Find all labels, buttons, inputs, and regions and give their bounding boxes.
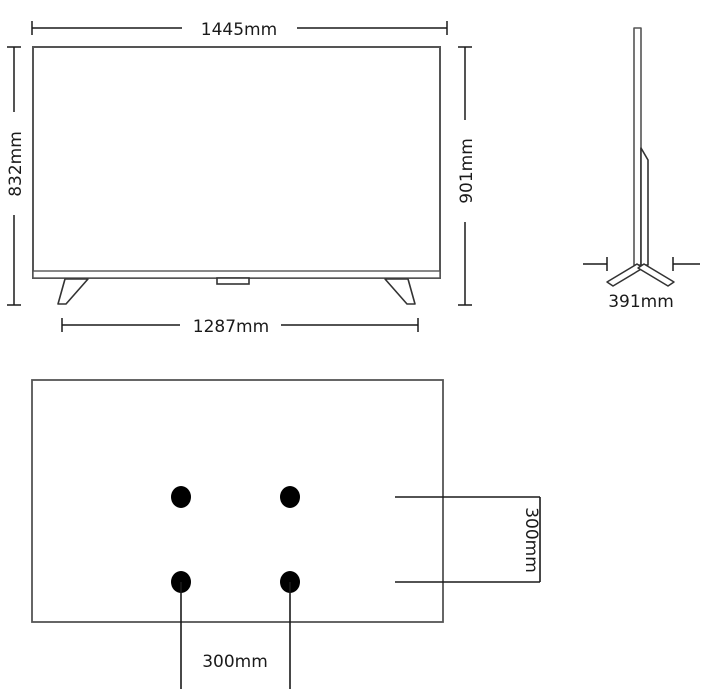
dimension-label-height-panel: 832mm — [6, 131, 26, 197]
front-view: 1445mm 832mm 901mm — [6, 20, 477, 337]
dimension-label-depth: 391mm — [608, 292, 674, 312]
dimension-label-stand-span: 1287mm — [193, 317, 269, 337]
side-foot-left-arm — [606, 263, 644, 287]
mount-plate-outline — [31, 379, 444, 623]
stand-leg-right — [384, 278, 416, 305]
dimension-label-width-overall: 1445mm — [201, 20, 277, 40]
vesa-hole-top-right — [280, 486, 300, 508]
tv-panel-outline — [32, 46, 441, 279]
dimension-label-vesa-horizontal: 300mm — [202, 652, 268, 672]
side-chassis-bulge — [640, 147, 649, 266]
tv-bottom-bezel — [32, 270, 441, 279]
dimension-label-vesa-vertical: 300mm — [521, 507, 541, 573]
stand-leg-left — [57, 278, 89, 305]
dimension-depth: 391mm — [583, 257, 700, 312]
dimension-vesa-horizontal: 300mm — [180, 582, 291, 689]
side-panel-profile — [633, 27, 642, 266]
dimension-height-panel: 832mm — [6, 46, 26, 306]
vesa-mount-view: 300mm 300mm — [31, 379, 541, 689]
ir-receiver-nub — [216, 277, 250, 285]
side-foot-right-arm — [637, 263, 675, 287]
dimension-width-overall: 1445mm — [31, 20, 448, 40]
side-view: 391mm — [583, 27, 700, 312]
dimension-vesa-vertical: 300mm — [395, 496, 541, 583]
dimension-stand-span: 1287mm — [61, 317, 419, 337]
dimension-height-overall: 901mm — [457, 46, 477, 306]
vesa-hole-top-left — [171, 486, 191, 508]
dimension-label-height-overall: 901mm — [457, 138, 477, 204]
